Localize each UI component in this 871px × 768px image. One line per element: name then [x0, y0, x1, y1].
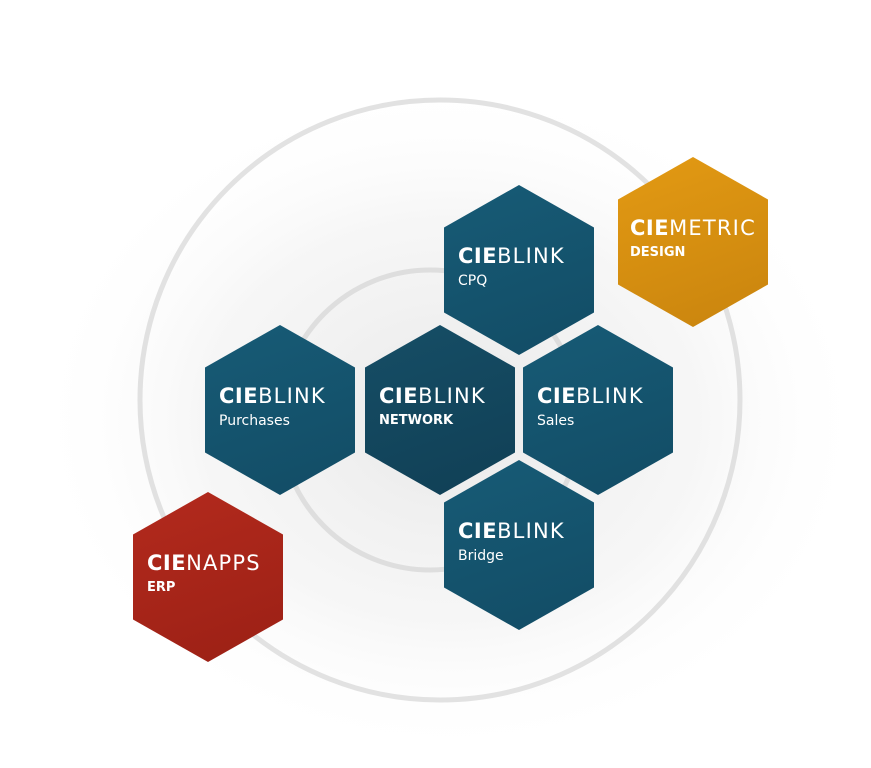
- brand-prefix: CIE: [630, 216, 670, 240]
- hex-cieblink-purchases[interactable]: CIEBLINK Purchases: [205, 325, 355, 495]
- brand-name: CIEMETRIC: [630, 215, 762, 241]
- hex-sales-label: CIEBLINK Sales: [537, 383, 667, 431]
- brand-name: CIEBLINK: [458, 243, 588, 269]
- brand-product: METRIC: [669, 216, 756, 240]
- brand-product: BLINK: [497, 519, 565, 543]
- hex-bridge-label: CIEBLINK Bridge: [458, 518, 588, 566]
- hex-napps-label: CIENAPPS ERP: [147, 550, 277, 598]
- outer-ring: [137, 97, 743, 703]
- brand-product: BLINK: [258, 384, 326, 408]
- hex-subtitle: ERP: [147, 580, 176, 595]
- brand-name: CIENAPPS: [147, 550, 277, 576]
- brand-name: CIEBLINK: [219, 383, 349, 409]
- brand-prefix: CIE: [147, 551, 187, 575]
- brand-prefix: CIE: [219, 384, 259, 408]
- brand-prefix: CIE: [379, 384, 419, 408]
- brand-prefix: CIE: [458, 519, 498, 543]
- hex-subtitle: NETWORK: [379, 413, 454, 428]
- hex-purchases-label: CIEBLINK Purchases: [219, 383, 349, 431]
- hex-subtitle: Purchases: [219, 413, 290, 429]
- hex-network-label: CIEBLINK NETWORK: [379, 383, 509, 431]
- brand-name: CIEBLINK: [458, 518, 588, 544]
- brand-product: BLINK: [497, 244, 565, 268]
- brand-product: BLINK: [418, 384, 486, 408]
- hex-subtitle: Bridge: [458, 548, 504, 564]
- brand-prefix: CIE: [458, 244, 498, 268]
- brand-product: BLINK: [576, 384, 644, 408]
- hex-ciemetric-design[interactable]: CIEMETRIC DESIGN: [618, 157, 768, 327]
- hex-metric-label: CIEMETRIC DESIGN: [630, 215, 762, 263]
- hex-subtitle: DESIGN: [630, 245, 686, 260]
- brand-prefix: CIE: [537, 384, 577, 408]
- brand-product: NAPPS: [186, 551, 261, 575]
- hex-subtitle: Sales: [537, 413, 575, 429]
- hex-cieblink-sales[interactable]: CIEBLINK Sales: [523, 325, 673, 495]
- hex-cieblink-network[interactable]: CIEBLINK NETWORK: [365, 325, 515, 495]
- brand-name: CIEBLINK: [379, 383, 509, 409]
- brand-name: CIEBLINK: [537, 383, 667, 409]
- hex-cpq-label: CIEBLINK CPQ: [458, 243, 588, 291]
- hex-subtitle: CPQ: [458, 273, 488, 289]
